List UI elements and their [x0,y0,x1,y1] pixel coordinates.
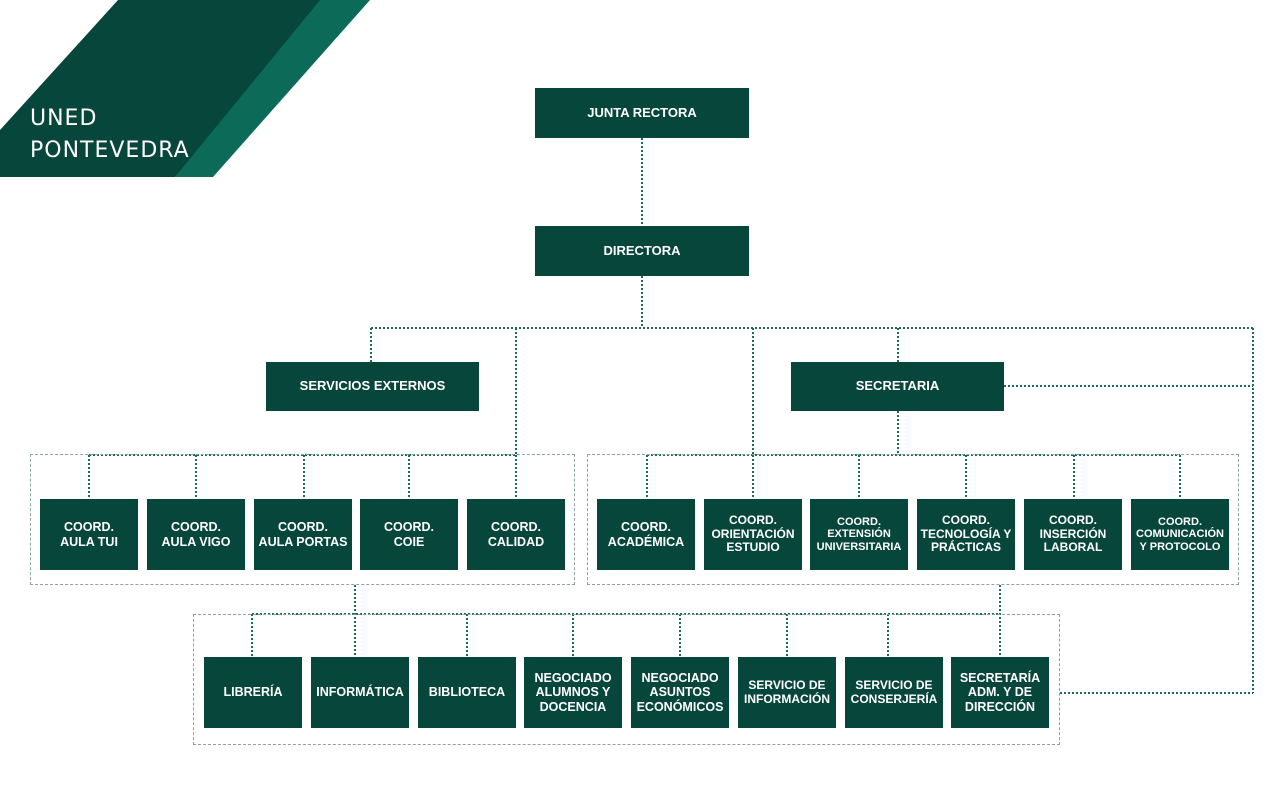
node-coord-coie: COORD. COIE [360,499,458,570]
node-coord-comunicacion-protocolo: COORD. COMUNICACIÓN Y PROTOCOLO [1131,499,1229,570]
node-coord-aula-vigo: COORD. AULA VIGO [147,499,245,570]
node-servicio-conserjeria: SERVICIO DE CONSERJERÍA [845,657,943,728]
node-informatica: INFORMÁTICA [311,657,409,728]
node-coord-orientacion-estudio: COORD. ORIENTACIÓN ESTUDIO [704,499,802,570]
node-negociado-asuntos-economicos: NEGOCIADO ASUNTOS ECONÓMICOS [631,657,729,728]
node-negociado-alumnos-docencia: NEGOCIADO ALUMNOS Y DOCENCIA [524,657,622,728]
node-coord-aula-portas: COORD. AULA PORTAS [254,499,352,570]
node-coord-aula-tui: COORD. AULA TUI [40,499,138,570]
logo-shape [0,0,370,177]
logo-line-2: PONTEVEDRA [30,138,190,163]
logo-line-1: UNED [30,106,98,131]
node-directora: DIRECTORA [535,226,749,276]
node-biblioteca: BIBLIOTECA [418,657,516,728]
node-coord-academica: COORD. ACADÉMICA [597,499,695,570]
node-servicios-externos: SERVICIOS EXTERNOS [266,362,479,411]
node-junta-rectora: JUNTA RECTORA [535,88,749,138]
node-coord-insercion-laboral: COORD. INSERCIÓN LABORAL [1024,499,1122,570]
node-coord-extension-universitaria: COORD. EXTENSIÓN UNIVERSITARIA [810,499,908,570]
left-coord-group-frame [30,454,575,585]
logo: UNED PONTEVEDRA [0,0,370,180]
node-secretaria: SECRETARIA [791,362,1004,411]
node-secretaria-adm-direccion: SECRETARÍA ADM. Y DE DIRECCIÓN [951,657,1049,728]
node-libreria: LIBRERÍA [204,657,302,728]
services-group-frame [193,614,1060,745]
node-coord-calidad: COORD. CALIDAD [467,499,565,570]
node-coord-tecnologia-practicas: COORD. TECNOLOGÍA Y PRÁCTICAS [917,499,1015,570]
right-coord-group-frame [587,454,1239,585]
node-servicio-informacion: SERVICIO DE INFORMACIÓN [738,657,836,728]
